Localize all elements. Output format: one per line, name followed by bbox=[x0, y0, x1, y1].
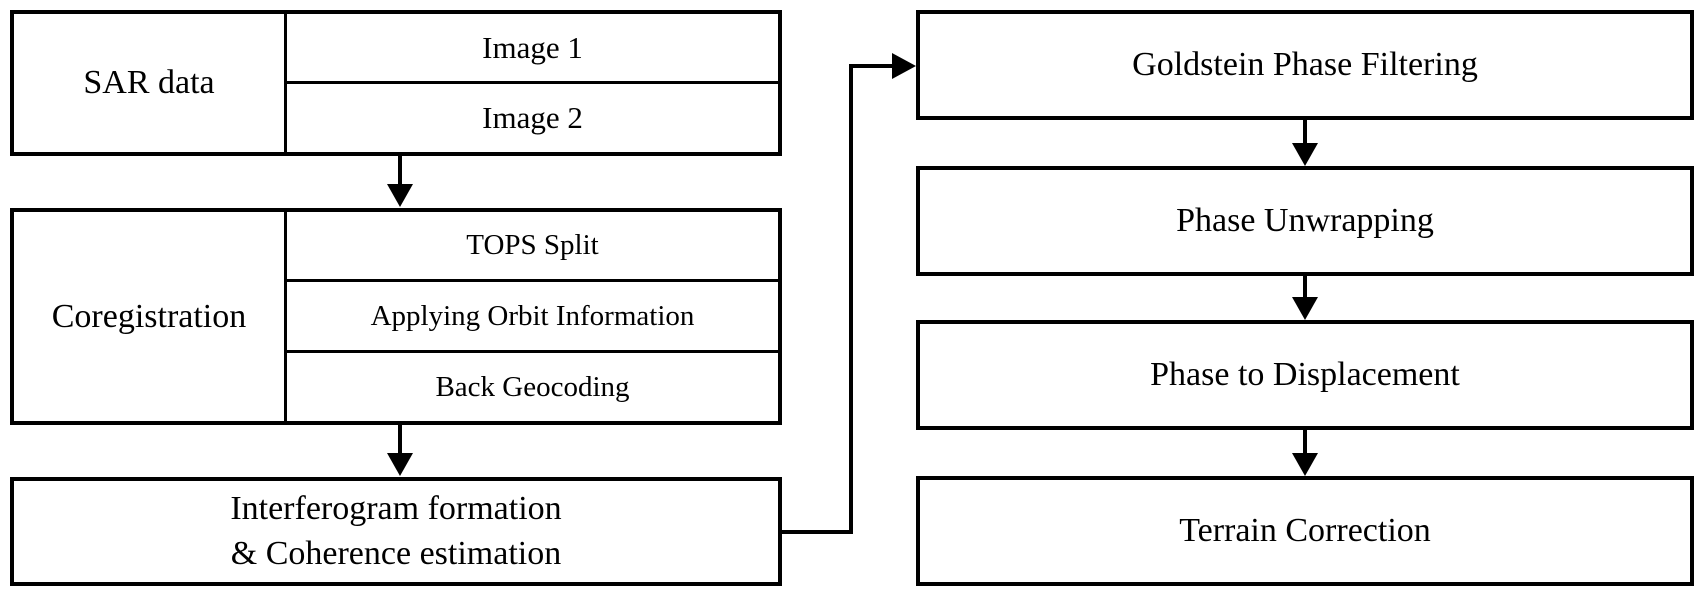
phase-unwrapping-box: Phase Unwrapping bbox=[916, 166, 1694, 276]
arrowhead-goldstein bbox=[892, 53, 916, 79]
image-2-label: Image 2 bbox=[482, 100, 583, 135]
coregistration-group bbox=[10, 208, 782, 425]
arrowhead-interferogram bbox=[387, 453, 413, 476]
orbit-info-step: Applying Orbit Information bbox=[370, 299, 695, 332]
back-geocoding-step: Back Geocoding bbox=[435, 370, 630, 403]
coregistration-label: Coregistration bbox=[51, 297, 247, 335]
interferogram-line-1: Interferogram formation bbox=[230, 490, 562, 528]
tops-split-step: TOPS Split bbox=[466, 229, 599, 261]
image-1-label: Image 1 bbox=[482, 29, 583, 65]
arrowhead-coreg bbox=[387, 184, 413, 207]
coreg-step-divider-2 bbox=[284, 350, 782, 353]
arrowhead-displacement bbox=[1292, 297, 1318, 320]
coregistration-divider bbox=[284, 208, 287, 425]
phase-to-displacement-box: Phase to Displacement bbox=[916, 320, 1694, 430]
arrowhead-unwrapping bbox=[1292, 143, 1318, 166]
interferogram-box: Interferogram formation & Coherence esti… bbox=[10, 477, 782, 586]
sar-data-label: SAR data bbox=[83, 64, 215, 101]
coreg-step-divider-1 bbox=[284, 279, 782, 282]
goldstein-filtering-box: Goldstein Phase Filtering bbox=[916, 10, 1694, 120]
sar-images-divider bbox=[284, 81, 782, 84]
terrain-correction-box: Terrain Correction bbox=[916, 476, 1694, 586]
interferogram-line-2: & Coherence estimation bbox=[230, 534, 562, 572]
arrow-interferogram-to-goldstein bbox=[782, 64, 894, 534]
arrowhead-terrain bbox=[1292, 453, 1318, 476]
